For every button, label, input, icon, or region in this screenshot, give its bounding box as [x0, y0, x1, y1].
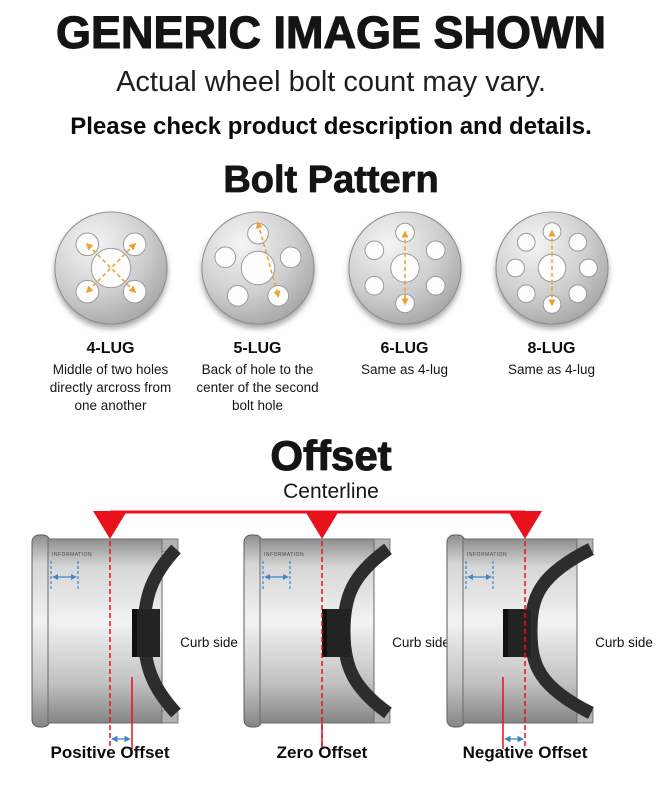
lug-description: Middle of two holes directly arcross fro…	[49, 362, 172, 413]
offset-label-positive: Positive Offset	[50, 743, 170, 762]
bolt-pattern-title: Bolt Pattern	[223, 159, 439, 202]
wheel-cross-section-negative: INFORMATION Curb side	[446, 534, 653, 749]
lug-label: 8-LUG	[527, 340, 576, 357]
offset-label-zero: Zero Offset	[276, 743, 368, 762]
lug-label: 4-LUG	[86, 340, 135, 357]
bolt-pattern-item-6lug: 6-LUG Same as 4-lug	[331, 208, 478, 415]
svg-text:INFORMATION: INFORMATION	[467, 552, 507, 558]
lug-description: Back of hole to the center of the second…	[196, 362, 319, 413]
bolt-pattern-item-4lug: 4-LUG Middle of two holes directly arcro…	[37, 208, 184, 415]
page-title: GENERIC IMAGE SHOWN	[55, 7, 607, 58]
svg-text:INFORMATION: INFORMATION	[52, 552, 92, 558]
wheel-cross-section-zero: INFORMATION Curb side	[243, 534, 450, 749]
svg-text:Curb side: Curb side	[180, 635, 238, 650]
lug-description: Same as 4-lug	[360, 362, 449, 377]
lug-label: 5-LUG	[233, 340, 282, 357]
bolt-pattern-item-5lug: 5-LUG Back of hole to the center of the …	[184, 208, 331, 415]
svg-text:Curb side: Curb side	[392, 635, 450, 650]
lug-wheel-diagram-8	[494, 211, 609, 325]
offset-title: Offset	[270, 432, 392, 479]
offset-label-negative: Negative Offset	[462, 743, 588, 762]
svg-text:Curb side: Curb side	[595, 635, 653, 650]
note-text: Please check product description and det…	[70, 113, 592, 140]
svg-text:INFORMATION: INFORMATION	[264, 552, 304, 558]
header: GENERIC IMAGE SHOWN Actual wheel bolt co…	[0, 7, 662, 142]
lug-wheel-diagram-5	[200, 211, 315, 325]
subtitle-text: Actual wheel bolt count may vary.	[116, 66, 546, 98]
bolt-pattern-row: 4-LUG Middle of two holes directly arcro…	[37, 208, 625, 415]
offset-diagram: INFORMATION Curb side INFORMATION Curb sid…	[0, 505, 662, 783]
lug-description: Same as 4-lug	[507, 362, 596, 377]
lug-label: 6-LUG	[380, 340, 429, 357]
centerline-label: Centerline	[283, 480, 379, 503]
lug-wheel-diagram-4	[53, 211, 168, 325]
centerline-marker-overlay	[93, 510, 542, 539]
bolt-pattern-item-8lug: 8-LUG Same as 4-lug	[478, 208, 625, 415]
lug-wheel-diagram-6	[347, 211, 462, 325]
wheel-cross-section-positive: INFORMATION Curb side	[31, 534, 238, 749]
